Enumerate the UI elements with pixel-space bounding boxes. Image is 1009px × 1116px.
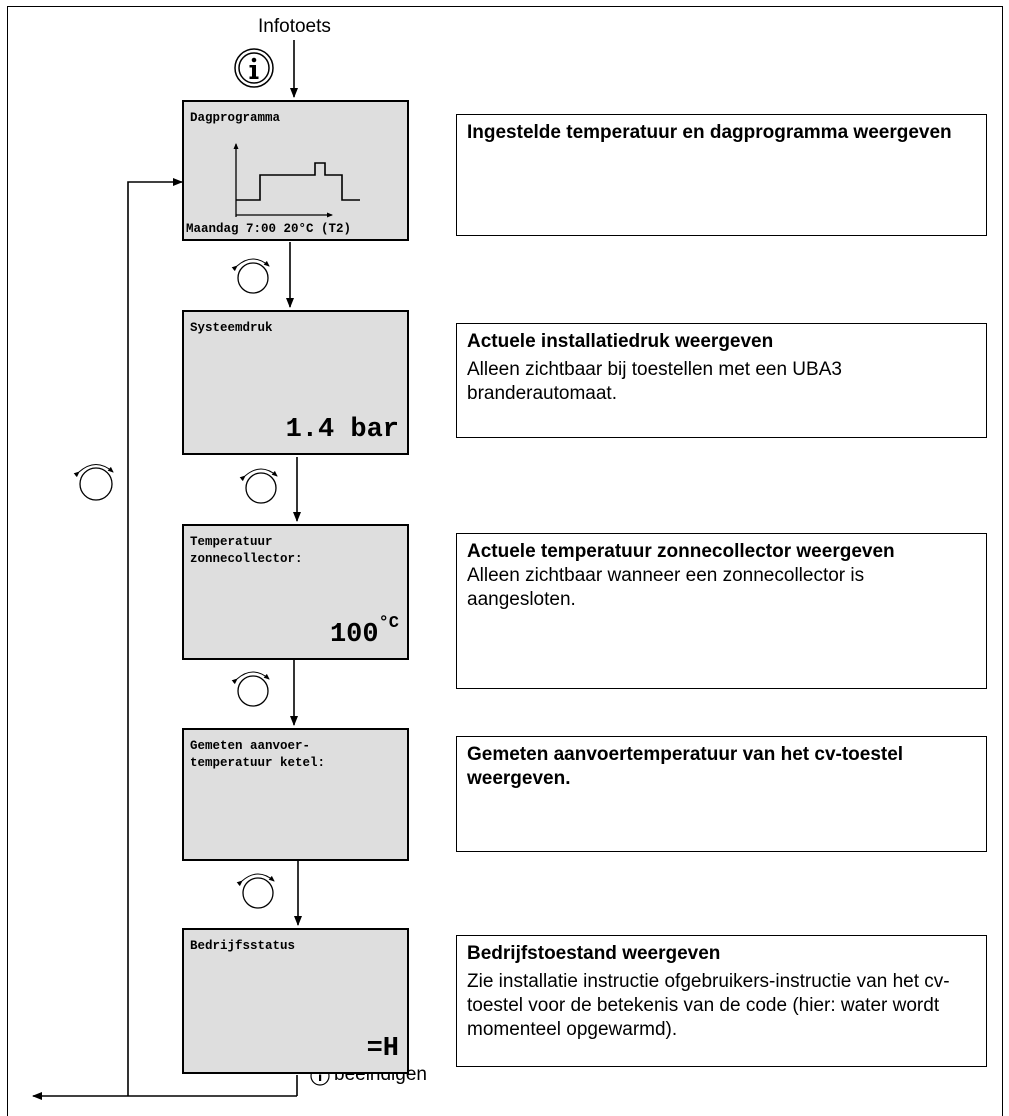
screen-value: 1.4 bar bbox=[285, 415, 399, 445]
rotary-knob-icon bbox=[231, 258, 270, 294]
diagram-frame bbox=[7, 6, 1003, 1116]
description-title: Actuele temperatuur zonnecollector weerg… bbox=[467, 541, 895, 562]
screen-title: Dagprogramma bbox=[190, 111, 281, 125]
screen-title: Systeemdruk bbox=[190, 321, 273, 335]
description-box-bedrijfstoestand: Bedrijfstoestand weergeven Zie installat… bbox=[456, 935, 987, 1067]
rotary-knob-icon bbox=[73, 464, 114, 501]
display-screen-bedrijfsstatus: Bedrijfsstatus =H bbox=[182, 928, 409, 1074]
screen-title: Temperatuur zonnecollector: bbox=[190, 535, 303, 566]
day-program-graph bbox=[233, 143, 360, 218]
display-screen-systeemdruk: Systeemdruk 1.4 bar bbox=[182, 310, 409, 455]
value-number: 100 bbox=[329, 620, 379, 650]
display-screen-dagprogramma: Dagprogramma Maandag 7:00 20°C (T2) bbox=[182, 100, 409, 241]
screen-value: 100°C bbox=[330, 613, 399, 650]
description-box-installatiedruk: Actuele installatiedruk weergeven Alleen… bbox=[456, 323, 987, 438]
rotary-knob-icon bbox=[231, 671, 270, 707]
display-screen-aanvoertemperatuur: Gemeten aanvoer- temperatuur ketel: bbox=[182, 728, 409, 861]
description-title: Bedrijfstoestand weergeven bbox=[467, 943, 721, 964]
info-icon bbox=[234, 48, 274, 88]
description-box-dagprogramma: Ingestelde temperatuur en dagprogramma w… bbox=[456, 114, 987, 236]
description-body: Zie installatie instructie ofgebruikers-… bbox=[467, 971, 950, 1040]
screen-title: Gemeten aanvoer- temperatuur ketel: bbox=[190, 739, 326, 770]
description-body: Alleen zichtbaar wanneer een zonnecollec… bbox=[467, 565, 865, 610]
description-title: Actuele installatiedruk weergeven bbox=[467, 331, 774, 352]
screen-footer: Maandag 7:00 20°C (T2) bbox=[186, 222, 352, 236]
description-body: Alleen zichtbaar bij toestellen met een … bbox=[467, 359, 842, 404]
screen-value: =H bbox=[366, 1034, 399, 1064]
rotary-knob-icon bbox=[236, 873, 275, 909]
description-box-aanvoertemperatuur: Gemeten aanvoertemperatuur van het cv-to… bbox=[456, 736, 987, 852]
loop-back-line bbox=[127, 178, 183, 1096]
info-key-label: Infotoets bbox=[258, 16, 331, 37]
display-screen-temperatuur-zonnecollector: Temperatuur zonnecollector: 100°C bbox=[182, 524, 409, 660]
rotary-knob-icon bbox=[239, 468, 278, 504]
value-unit: °C bbox=[378, 614, 399, 633]
description-title: Ingestelde temperatuur en dagprogramma w… bbox=[467, 122, 952, 143]
screen-title: Bedrijfsstatus bbox=[190, 939, 296, 953]
description-title: Gemeten aanvoertemperatuur van het cv-to… bbox=[467, 744, 904, 789]
description-box-zonnecollector: Actuele temperatuur zonnecollector weerg… bbox=[456, 533, 987, 689]
